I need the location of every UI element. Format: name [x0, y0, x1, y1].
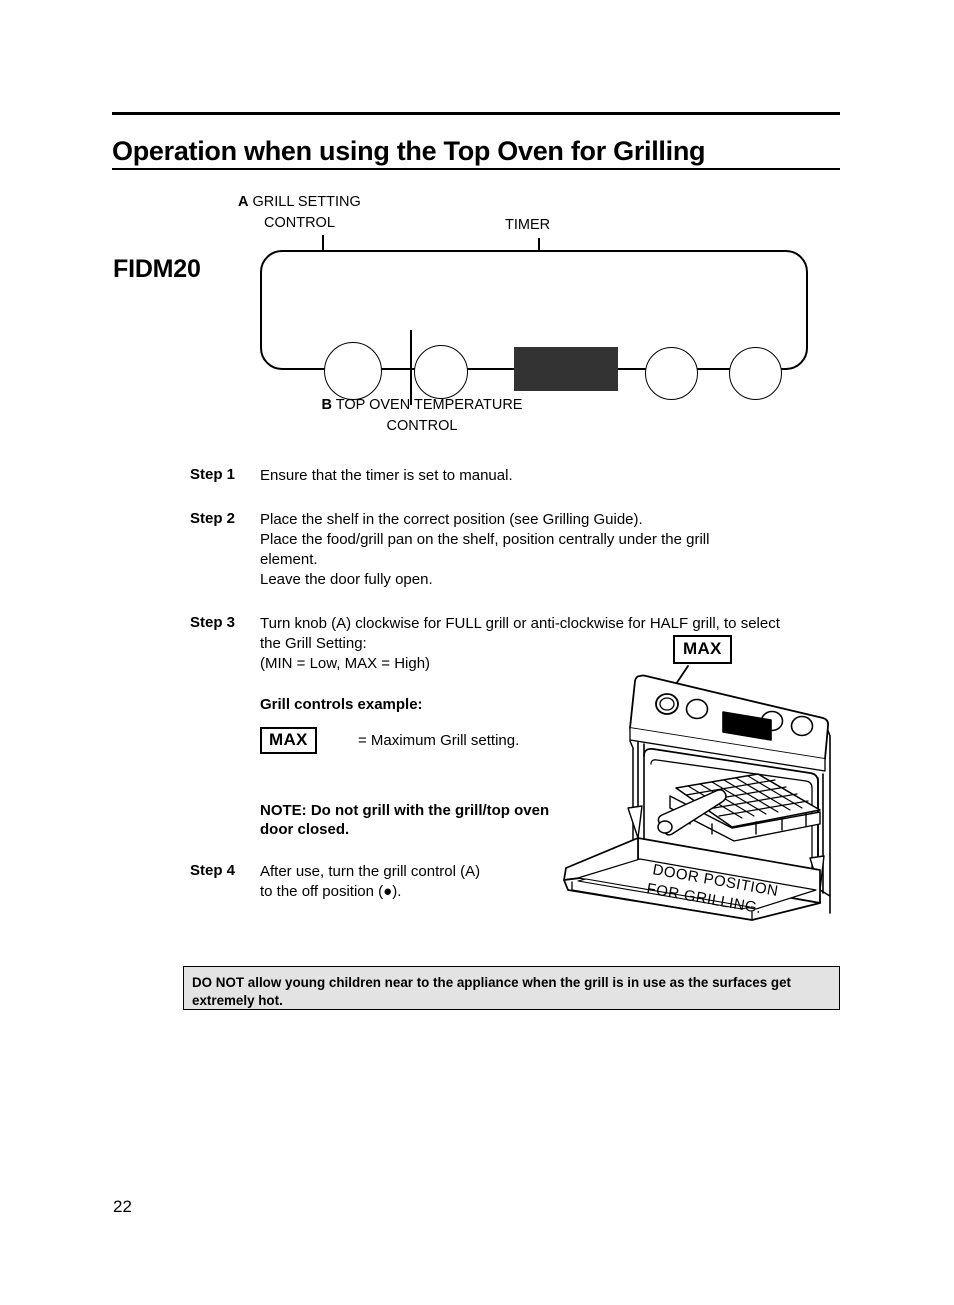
step-2-line-3: element. [260, 550, 318, 568]
step-2-label: Step 2 [190, 509, 236, 527]
step-2-row: Step 2 Place the shelf in the correct po… [190, 510, 850, 590]
step-2-body: Place the shelf in the correct position … [260, 510, 850, 590]
callout-b-letter: B [321, 397, 333, 413]
step-1-body: Ensure that the timer is set to manual. [260, 466, 850, 486]
callout-b-leader-line [410, 330, 412, 405]
callout-a-text-2: CONTROL [264, 215, 335, 232]
top-oven-temperature-control-knob[interactable] [414, 345, 468, 399]
callout-a-text: GRILL SETTING [252, 194, 361, 210]
control-panel-fascia [260, 250, 808, 400]
note-line-1: NOTE: Do not grill with the grill/top [260, 801, 510, 819]
step-3-line-3: (MIN = Low, MAX = High) [260, 654, 431, 672]
header-rule-top [112, 112, 840, 115]
warning-line-1: DO NOT allow young children near to the … [192, 975, 768, 990]
steps-list: Step 1 Ensure that the timer is set to m… [190, 466, 850, 922]
step-4-body: After use, turn the grill control (A) to… [260, 862, 850, 902]
warning-line-2: get extremely hot. [192, 975, 792, 1008]
main-oven-knob-3[interactable] [645, 347, 698, 400]
grill-controls-example-row: MAX = Maximum Grill setting. [260, 726, 850, 761]
safety-warning-box: DO NOT allow young children near to the … [183, 966, 840, 1010]
step-2-line-2: Place the food/grill pan on the shelf, p… [260, 530, 710, 548]
step-1-label: Step 1 [190, 466, 236, 483]
step-4-line-2: to the off position (●). [260, 883, 402, 901]
step-3-line-1: Turn knob (A) clockwise for FULL grill o… [260, 614, 780, 632]
step-3-label: Step 3 [190, 613, 236, 631]
step-3-row: Step 3 Turn knob (A) clockwise for FULL … [190, 614, 850, 674]
grilling-note: NOTE: Do not grill with the grill/top ov… [260, 801, 560, 841]
step-2-line-1: Place the shelf in the correct position … [260, 510, 643, 528]
grill-setting-control-knob[interactable] [324, 342, 382, 400]
step-4-row: Step 4 After use, turn the grill control… [190, 862, 850, 902]
control-panel-diagram: A GRILL SETTING CONTROL TIMER B TOP OVEN… [230, 190, 850, 440]
main-oven-knob-4[interactable] [729, 347, 782, 400]
max-setting-box: MAX [260, 726, 317, 755]
page-number: 22 [113, 1197, 132, 1216]
step-4-line-1: After use, turn the grill control (A) [260, 863, 481, 881]
oven-max-badge: MAX [673, 635, 732, 665]
note-line-2: oven door closed. [260, 801, 550, 839]
callout-b-label: B TOP OVEN TEMPERATURE CONTROL [292, 395, 552, 437]
grill-controls-example-heading: Grill controls example: [260, 695, 423, 713]
callout-a-letter: A [238, 194, 249, 210]
step-4-label: Step 4 [190, 862, 236, 880]
page-title: Operation when using the Top Oven for Gr… [112, 136, 706, 167]
step-3-line-2: the Grill Setting: [260, 634, 367, 652]
callout-timer-label: TIMER [505, 217, 551, 233]
timer-display[interactable] [514, 347, 618, 391]
callout-b-text-2: CONTROL [386, 418, 458, 435]
callout-a-label: A GRILL SETTING CONTROL [238, 192, 361, 234]
step-3-body: Turn knob (A) clockwise for FULL grill o… [260, 614, 850, 674]
model-label: FIDM20 [113, 255, 201, 283]
step-1-row: Step 1 Ensure that the timer is set to m… [190, 466, 850, 486]
step-1-line-1: Ensure that the timer is set to manual. [260, 467, 513, 484]
callout-b-text: TOP OVEN TEMPERATURE [335, 397, 523, 413]
step-2-line-4: Leave the door fully open. [260, 570, 433, 588]
oven-illustration: DOOR POSITION FOR GRILLING. [520, 628, 850, 928]
max-setting-description: = Maximum Grill setting. [358, 731, 520, 749]
header-rule-bottom [112, 168, 840, 170]
